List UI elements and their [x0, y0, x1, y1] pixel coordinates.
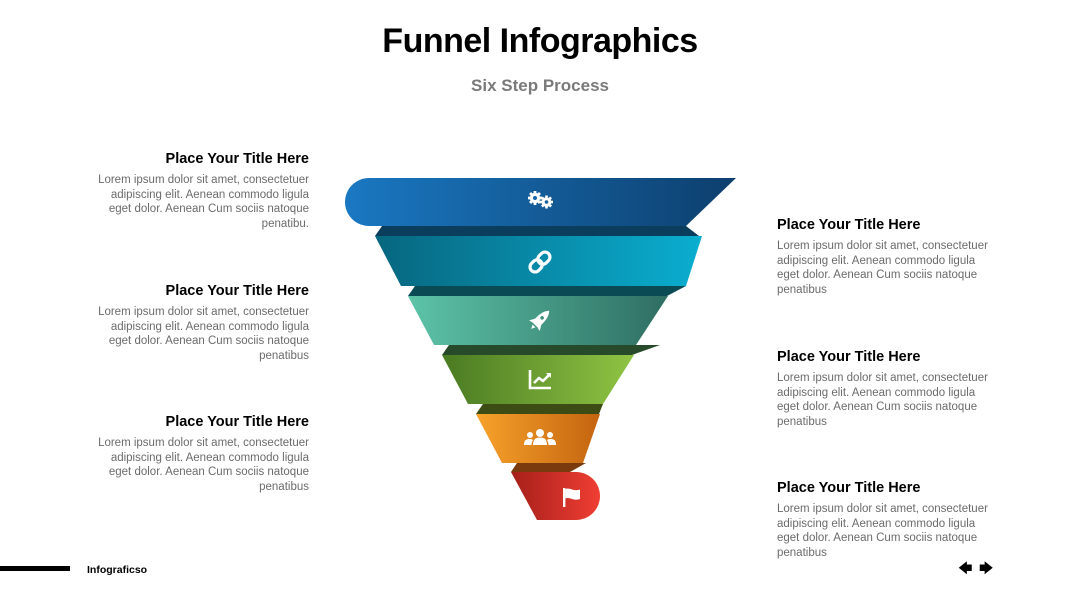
- prev-arrow-button[interactable]: 🡄: [958, 560, 973, 576]
- footer-bar: [0, 566, 70, 571]
- step-6-text: Place Your Title Here Lorem ipsum dolor …: [777, 480, 1002, 560]
- step-3-text: Place Your Title Here Lorem ipsum dolor …: [84, 283, 309, 363]
- step-2-description: Lorem ipsum dolor sit amet, consectetuer…: [777, 240, 988, 296]
- next-arrow-button[interactable]: 🡆: [979, 560, 994, 576]
- step-3-description: Lorem ipsum dolor sit amet, consectetuer…: [98, 306, 309, 362]
- step-1-title: Place Your Title Here: [165, 151, 309, 167]
- step-2-text: Place Your Title Here Lorem ipsum dolor …: [777, 217, 1002, 297]
- funnel-fold-5: [511, 463, 586, 472]
- step-5-description: Lorem ipsum dolor sit amet, consectetuer…: [98, 437, 309, 493]
- step-5-text: Place Your Title Here Lorem ipsum dolor …: [84, 414, 309, 494]
- funnel-fold-3: [442, 345, 660, 355]
- link-icon: [528, 250, 552, 274]
- gears-icon: [528, 191, 553, 209]
- page-subtitle: Six Step Process: [471, 76, 609, 95]
- step-2-title: Place Your Title Here: [777, 217, 921, 233]
- footer-brand: Infograficso: [87, 564, 148, 576]
- flag-icon: [563, 488, 580, 507]
- funnel-fold-4: [476, 404, 603, 414]
- step-4-text: Place Your Title Here Lorem ipsum dolor …: [777, 349, 1002, 429]
- page-title: Funnel Infographics: [382, 22, 698, 60]
- funnel-fold-1: [375, 226, 699, 236]
- funnel-fold-2: [408, 286, 686, 296]
- step-6-title: Place Your Title Here: [777, 480, 921, 496]
- step-5-title: Place Your Title Here: [165, 414, 309, 430]
- step-4-title: Place Your Title Here: [777, 349, 921, 365]
- step-4-description: Lorem ipsum dolor sit amet, consectetuer…: [777, 372, 988, 428]
- funnel-step-6: [511, 472, 600, 520]
- step-6-description: Lorem ipsum dolor sit amet, consectetuer…: [777, 503, 988, 559]
- step-3-title: Place Your Title Here: [165, 283, 309, 299]
- step-1-text: Place Your Title Here Lorem ipsum dolor …: [84, 151, 309, 231]
- chart-icon: [528, 370, 551, 390]
- team-icon: [524, 429, 556, 445]
- step-1-description: Lorem ipsum dolor sit amet, consectetuer…: [98, 174, 309, 230]
